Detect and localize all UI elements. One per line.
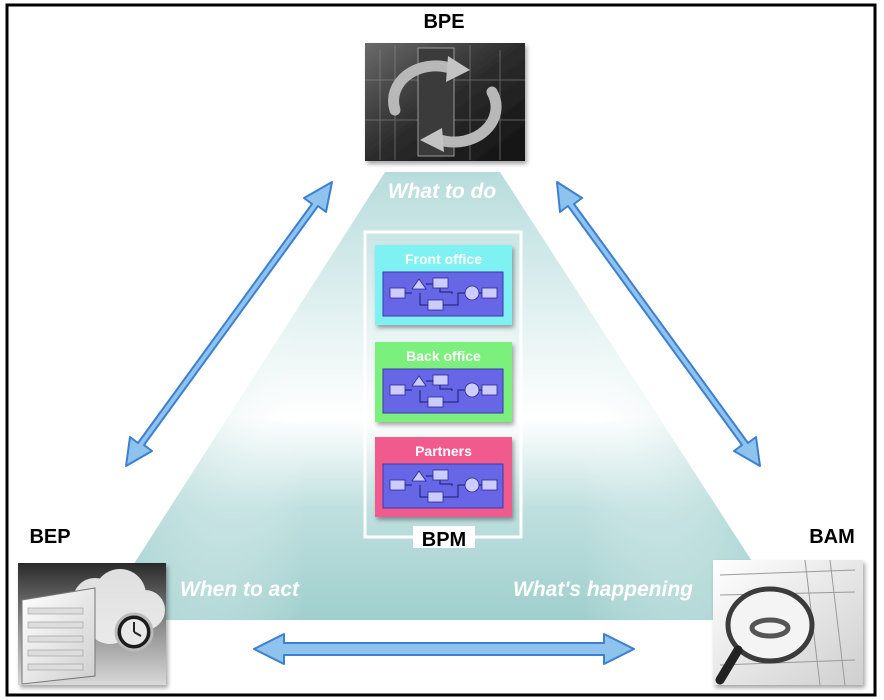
cycle-arrows-icon: [388, 60, 502, 148]
arrow-bep-bam: [253, 633, 635, 665]
arrow-bpe-bam: [556, 181, 761, 467]
lane-front-office-title: Front office: [405, 251, 482, 267]
arrow-bpe-bep: [125, 181, 333, 467]
form-window: [21, 587, 96, 685]
bep-image: [18, 563, 166, 685]
bpm-label-backdrop: [413, 526, 475, 548]
lane-front-office: Front office: [375, 245, 512, 325]
clock-icon: [114, 612, 154, 652]
process-flow-icon: [382, 463, 504, 509]
bam-label: BAM: [809, 526, 855, 548]
lane-partners-title: Partners: [415, 443, 472, 459]
magnifier-icon: [715, 586, 815, 685]
bpm-label: BPM: [422, 529, 466, 551]
bpe-image: [365, 43, 525, 161]
bam-image: [713, 559, 863, 686]
lane-back-office: Back office: [375, 342, 512, 422]
bep-label: BEP: [29, 526, 70, 548]
bpe-label: BPE: [423, 11, 464, 33]
bpe-caption: What to do: [388, 180, 497, 203]
process-flow-icon: [382, 271, 504, 317]
bam-caption: What's happening: [513, 578, 693, 601]
lane-partners: Partners: [375, 437, 512, 517]
bep-caption: When to act: [180, 578, 300, 601]
process-flow-icon: [382, 368, 504, 414]
lane-back-office-title: Back office: [406, 348, 481, 364]
